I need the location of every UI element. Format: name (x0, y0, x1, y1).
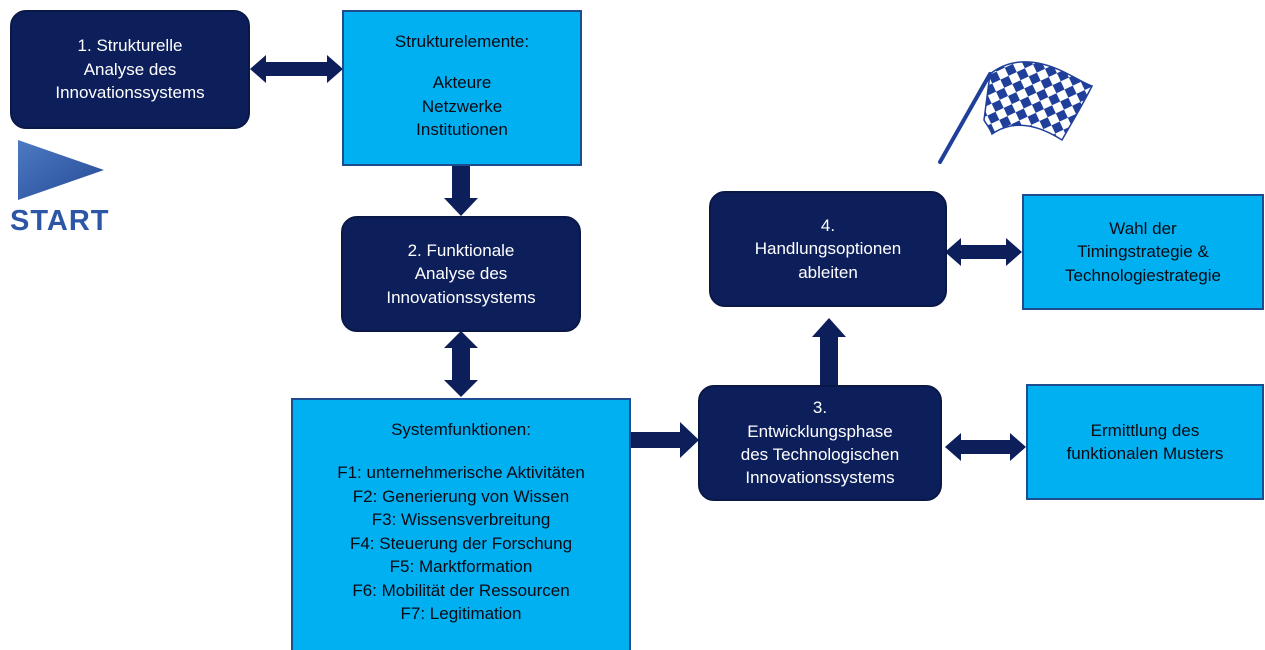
down-arrow-elements-to-functional (444, 166, 478, 216)
box-text-line: Ermittlung des (1090, 420, 1200, 440)
system-function-item: F3: Wissensverbreitung (371, 510, 551, 530)
right-arrow-functions-to-phase (630, 422, 699, 458)
system-function-item: F6: Mobilität der Ressourcen (352, 580, 570, 600)
box-text-line: 4. (820, 215, 836, 235)
start-label: START (10, 205, 110, 237)
box-text-line: Technologiestrategie (1065, 265, 1221, 285)
double-arrow-structural (250, 55, 343, 83)
box-text-line: funktionalen Musters (1066, 444, 1224, 463)
double-arrow-options (945, 238, 1022, 266)
box-text-line: Timingstrategie & (1077, 242, 1209, 262)
box-text-line: Analyse des (414, 264, 508, 284)
structural-analysis-box: 1. Strukturelle Analyse des Innovationss… (10, 10, 250, 129)
box-text-line: 3. (812, 398, 828, 418)
functional-analysis-box: 2. Funktionale Analyse des Innovationssy… (341, 216, 581, 332)
structural-elements-box: Strukturelemente: Akteure Netzwerke Inst… (342, 10, 582, 166)
box-text-line: des Technologischen (740, 445, 900, 464)
box-text-line: Innovationssystems (386, 287, 536, 307)
system-function-item: F1: unternehmerische Aktivitäten (337, 463, 585, 483)
box-text-line: 1. Strukturelle (77, 36, 183, 56)
box-text-line: Wahl der (1109, 218, 1177, 238)
start-play-icon (18, 140, 104, 200)
structural-elements-title: Strukturelemente: (394, 32, 530, 51)
development-phase-box: 3. Entwicklungsphase des Technologischen… (698, 385, 942, 501)
box-text-line: Handlungsoptionen (754, 239, 902, 259)
action-options-box: 4. Handlungsoptionen ableiten (709, 191, 947, 307)
structural-element-item: Institutionen (416, 120, 508, 140)
checkered-flag-icon (938, 61, 1094, 164)
box-text-line: Analyse des (83, 59, 177, 79)
double-arrow-functional (444, 331, 478, 397)
structural-element-item: Akteure (432, 73, 492, 93)
box-text-line: Innovationssystems (55, 83, 205, 103)
strategy-choice-box: Wahl der Timingstrategie & Technologiest… (1022, 194, 1264, 310)
system-function-item: F5: Marktformation (389, 557, 533, 577)
functional-pattern-box: Ermittlung des funktionalen Musters (1026, 384, 1264, 500)
system-functions-box: Systemfunktionen: F1: unternehmerische A… (291, 398, 631, 650)
up-arrow-phase-to-options (812, 318, 846, 385)
double-arrow-phase (945, 433, 1026, 461)
box-text-line: 2. Funktionale (407, 240, 515, 260)
box-text-line: Innovationssystems (745, 468, 895, 488)
structural-element-item: Netzwerke (421, 96, 503, 116)
box-text-line: Entwicklungsphase (747, 421, 893, 441)
system-function-item: F2: Generierung von Wissen (352, 486, 570, 506)
system-function-item: F4: Steuerung der Forschung (349, 533, 573, 553)
system-function-item: F7: Legitimation (400, 604, 522, 624)
system-functions-title: Systemfunktionen: (391, 420, 531, 439)
box-text-line: ableiten (798, 262, 858, 282)
